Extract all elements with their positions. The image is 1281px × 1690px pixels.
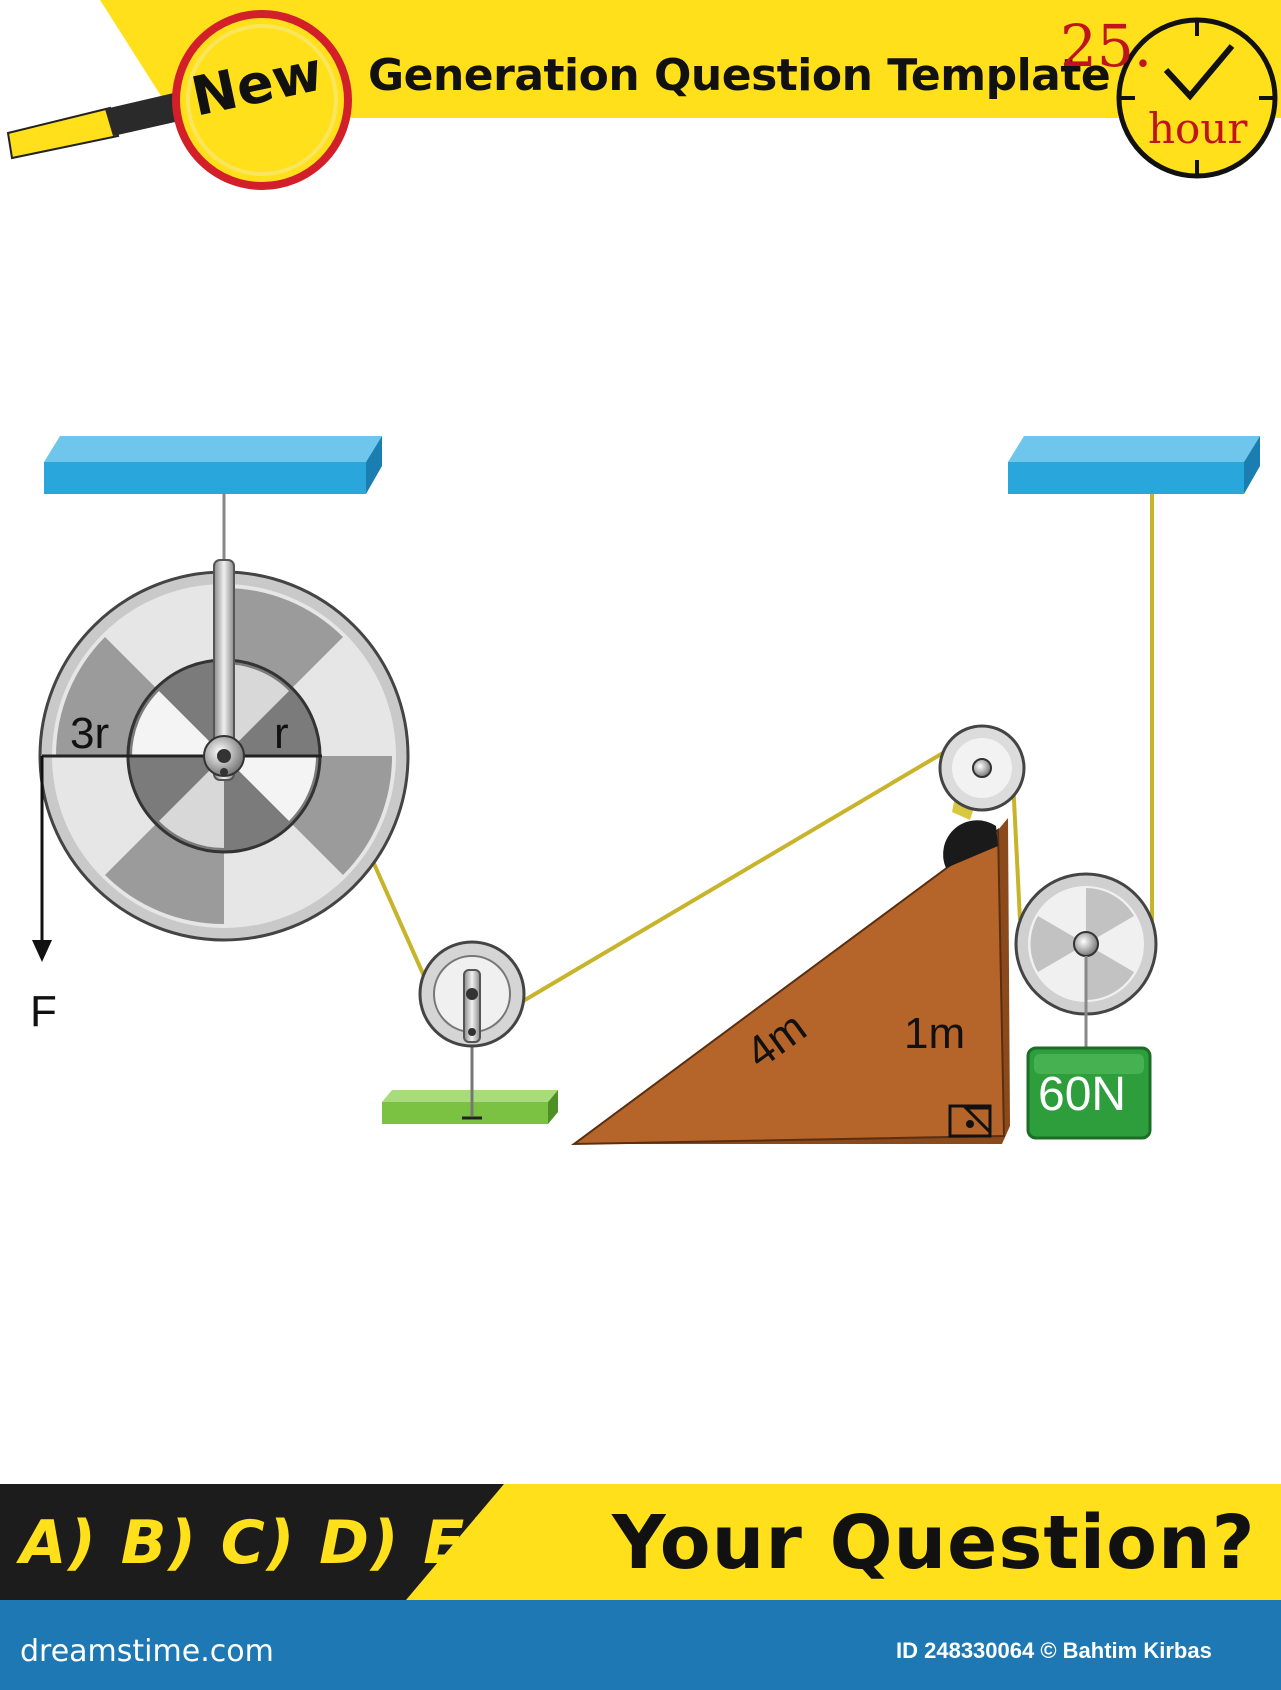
header-title: Generation Question Template	[368, 50, 1111, 101]
magnifier-icon	[6, 10, 352, 190]
footer-banner	[0, 1484, 1281, 1690]
header-banner	[6, 0, 1281, 190]
image-credit: ID 248330064 © Bahtim Kirbas	[896, 1638, 1212, 1663]
answer-options: A) B) C) D) E)	[20, 1508, 496, 1578]
left-ceiling	[44, 436, 382, 494]
question-text: Your Question?	[612, 1500, 1256, 1586]
clock-number: 25.	[1060, 12, 1153, 80]
wheel-and-axle	[38, 559, 410, 942]
ground-pulley	[382, 940, 558, 1124]
incline-top-pulley	[938, 724, 1026, 820]
weight-block	[1026, 1046, 1152, 1140]
force-arrow	[32, 756, 52, 962]
incline	[570, 818, 1010, 1146]
outer-radius-label: 3r	[70, 709, 109, 758]
incline-height-label: 1m	[904, 1009, 965, 1058]
movable-pulley	[1014, 872, 1158, 1048]
inner-radius-label: r	[274, 709, 289, 758]
header-yellow-band	[100, 0, 1281, 118]
clock-icon	[1116, 17, 1278, 179]
pulley-diagram: 3r r F 4m 1m	[30, 436, 1260, 1146]
site-name: dreamstime.com	[20, 1634, 274, 1669]
clock-unit: hour	[1148, 104, 1248, 153]
right-ceiling	[1008, 436, 1260, 494]
force-label: F	[30, 987, 57, 1036]
weight-label: 60N	[1038, 1068, 1126, 1121]
